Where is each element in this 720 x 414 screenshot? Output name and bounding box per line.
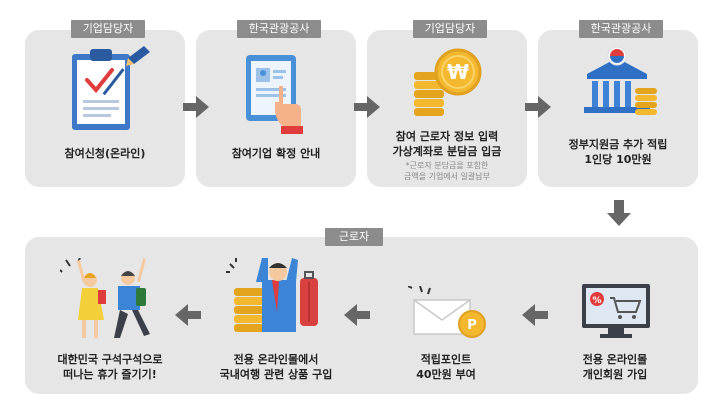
won-coins-icon: ₩ — [408, 46, 488, 118]
tablet-hand-icon — [243, 52, 313, 134]
arrow-right-icon — [183, 96, 209, 118]
worker-tag: 근로자 — [325, 228, 383, 246]
government-building-icon — [579, 44, 661, 118]
step-caption-purchase-1: 전용 온라인몰에서 — [233, 353, 319, 366]
envelope-point-icon: P — [408, 286, 492, 342]
arrow-right-icon — [525, 96, 551, 118]
step-tag-subsidy: 한국관광공사 — [579, 20, 663, 38]
clipboard-icon — [68, 44, 154, 134]
arrow-left-icon — [344, 304, 370, 326]
step-caption-signup-1: 전용 온라인몰 — [582, 353, 648, 366]
step-caption-subsidy-1: 정부지원금 추가 적립 — [568, 138, 668, 151]
step-caption-signup-2: 개인회원 가입 — [582, 368, 648, 381]
travelers-icon — [60, 258, 160, 340]
step-caption-subsidy-2: 1인당 10만원 — [584, 153, 652, 166]
monitor-cart-icon: % — [580, 282, 652, 340]
step-caption-apply: 참여신청(온라인) — [64, 147, 146, 160]
step-note-deposit-2: 금액을 기업에서 일괄납부 — [403, 172, 491, 181]
won-symbol: ₩ — [447, 60, 469, 84]
step-caption-vacation-1: 대한민국 구석구석으로 — [57, 353, 163, 366]
step-caption-purchase-2: 국내여행 관련 상품 구입 — [219, 368, 333, 381]
step-caption-points-2: 40만원 부여 — [416, 368, 476, 381]
arrow-left-icon — [522, 304, 548, 326]
step-caption-vacation-2: 떠나는 휴가 즐기기! — [63, 368, 157, 381]
step-tag-deposit: 기업담당자 — [413, 20, 487, 38]
arrow-right-icon — [354, 96, 380, 118]
step-caption-deposit-1: 참여 근로자 정보 입력 — [395, 130, 499, 143]
step-note-deposit-1: *근로자 분담금을 포함한 — [405, 161, 489, 170]
shopper-man-icon — [226, 252, 326, 332]
step-caption-points-1: 적립포인트 — [420, 353, 472, 366]
sale-symbol: % — [592, 296, 601, 306]
step-caption-deposit-2: 가상계좌로 분담금 입금 — [392, 145, 502, 158]
step-caption-confirm: 참여기업 확정 안내 — [231, 147, 321, 160]
arrow-left-icon — [175, 304, 201, 326]
step-tag-confirm: 한국관광공사 — [237, 20, 321, 38]
step-tag-apply: 기업담당자 — [71, 20, 145, 38]
arrow-down-icon — [607, 200, 631, 226]
point-symbol: P — [467, 318, 477, 333]
